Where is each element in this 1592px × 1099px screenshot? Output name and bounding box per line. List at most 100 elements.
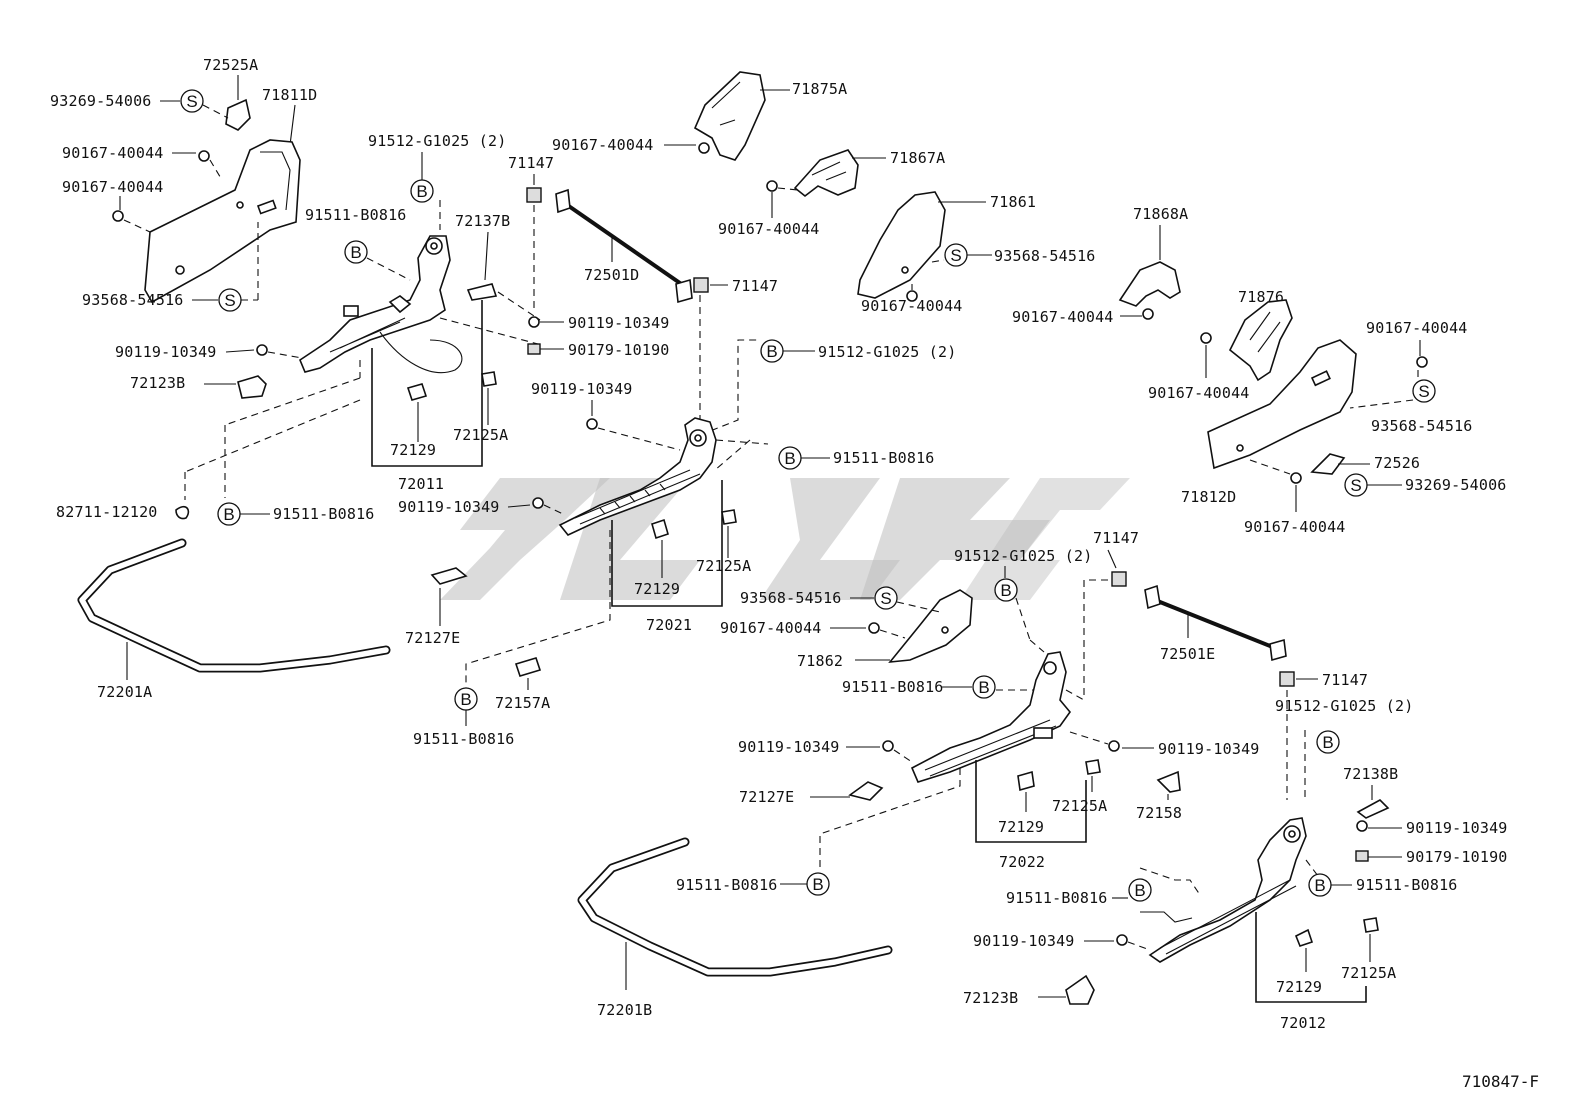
part-72129-a	[406, 383, 428, 401]
part-71862-cover	[888, 589, 973, 663]
part-72201B-rod	[577, 837, 893, 977]
label-90119-10349-d: 90119-10349	[398, 498, 500, 516]
part-72012-track	[1140, 817, 1307, 963]
label-71862: 71862	[797, 652, 843, 670]
part-72525A	[225, 98, 251, 131]
part-71876-cover	[1228, 299, 1293, 382]
label-72129-b: 72129	[634, 580, 680, 598]
part-71868A-cover	[1118, 261, 1181, 307]
part-72501D-rod	[555, 188, 693, 304]
part-72501E-rod	[1144, 584, 1287, 662]
label-91512-G1025-d: 91512-G1025 (2)	[1275, 697, 1413, 715]
label-90167-40044-d: 90167-40044	[718, 220, 820, 238]
label-91511-B0816-h: 91511-B0816	[1006, 889, 1108, 907]
label-90119-10349-g: 90119-10349	[1406, 819, 1508, 837]
part-72157A	[514, 657, 542, 677]
label-72501E: 72501E	[1160, 645, 1215, 663]
label-72201B: 72201B	[597, 1001, 652, 1019]
label-90167-40044-g: 90167-40044	[1148, 384, 1250, 402]
label-72021: 72021	[646, 616, 692, 634]
label-71811D: 71811D	[262, 86, 317, 104]
screw-letter: S	[880, 589, 891, 608]
label-90167-40044-a: 90167-40044	[62, 144, 164, 162]
label-71868A: 71868A	[1133, 205, 1188, 223]
part-71812D-side-cover	[1207, 339, 1357, 470]
bolt-letter: B	[1000, 581, 1011, 600]
part-72526	[1310, 453, 1346, 475]
part-72123B-b	[1065, 974, 1095, 1005]
label-93269-54006-b: 93269-54006	[1405, 476, 1507, 494]
label-90167-40044-e: 90167-40044	[861, 297, 963, 315]
label-91512-G1025-c: 91512-G1025 (2)	[954, 547, 1092, 565]
label-90167-40044-c: 90167-40044	[552, 136, 654, 154]
screw-letter: S	[1418, 382, 1429, 401]
label-91511-B0816-d: 91511-B0816	[413, 730, 515, 748]
part-72123B-a	[237, 375, 267, 399]
part-72125A-b	[721, 509, 737, 525]
label-93568-54516-a: 93568-54516	[82, 291, 184, 309]
label-91511-B0816-c: 91511-B0816	[833, 449, 935, 467]
label-72201A: 72201A	[97, 683, 152, 701]
screw-letter: S	[1350, 476, 1361, 495]
label-71147-a: 71147	[508, 154, 554, 172]
label-93568-54516-d: 93568-54516	[740, 589, 842, 607]
label-90167-40044-j: 90167-40044	[720, 619, 822, 637]
label-72129-a: 72129	[390, 441, 436, 459]
part-72201A-rod	[77, 538, 391, 673]
part-72125A-a	[481, 371, 497, 387]
part-72022-track	[910, 651, 1072, 783]
part-71861-cover	[857, 191, 946, 299]
label-91512-G1025-a: 91512-G1025 (2)	[368, 132, 506, 150]
label-72011: 72011	[398, 475, 444, 493]
label-72137B: 72137B	[455, 212, 510, 230]
label-90119-10349-a: 90119-10349	[115, 343, 217, 361]
label-72129-d: 72129	[1276, 978, 1322, 996]
label-72129-c: 72129	[998, 818, 1044, 836]
label-91511-B0816-f: 91511-B0816	[676, 876, 778, 894]
label-72501D: 72501D	[584, 266, 639, 284]
label-71875A: 71875A	[792, 80, 847, 98]
part-71875A-cover	[693, 71, 766, 161]
label-72125A-d: 72125A	[1341, 964, 1396, 982]
label-91511-B0816-b: 91511-B0816	[273, 505, 375, 523]
label-72125A-a: 72125A	[453, 426, 508, 444]
label-72127E-a: 72127E	[405, 629, 460, 647]
label-72022: 72022	[999, 853, 1045, 871]
screw-symbol-s	[180, 89, 204, 113]
label-90179-10190-b: 90179-10190	[1406, 848, 1508, 866]
part-72138B	[1356, 799, 1390, 819]
label-71861: 71861	[990, 193, 1036, 211]
bolt-letter: B	[416, 182, 427, 201]
part-72158	[1156, 770, 1181, 793]
part-72127E-b	[848, 781, 884, 801]
label-71867A: 71867A	[890, 149, 945, 167]
bolt-letter: B	[1322, 733, 1333, 752]
bolt-letter: B	[978, 678, 989, 697]
diagram-code: 710847-F	[1462, 1072, 1539, 1091]
label-91512-G1025-b: 91512-G1025 (2)	[818, 343, 956, 361]
label-90119-10349-e: 90119-10349	[738, 738, 840, 756]
part-72129-d	[1294, 928, 1314, 947]
label-72526: 72526	[1374, 454, 1420, 472]
label-72012: 72012	[1280, 1014, 1326, 1032]
bolt-letter: B	[460, 690, 471, 709]
part-71867A-cover	[793, 149, 859, 198]
part-72127E-a	[430, 567, 468, 585]
part-72129-b	[651, 518, 669, 540]
label-71147-c: 71147	[1093, 529, 1139, 547]
bolt-letter: B	[766, 342, 777, 361]
screw-letter: S	[950, 246, 961, 265]
label-90167-40044-f: 90167-40044	[1012, 308, 1114, 326]
label-90119-10349-b: 90119-10349	[568, 314, 670, 332]
label-72158: 72158	[1136, 804, 1182, 822]
part-72129-c	[1017, 770, 1035, 792]
bolt-letter: B	[1314, 876, 1325, 895]
label-72157A: 72157A	[495, 694, 550, 712]
part-72011-left-track	[299, 235, 463, 374]
screw-letter: S	[224, 291, 235, 310]
label-72525A: 72525A	[203, 56, 258, 74]
label-91511-B0816-e: 91511-B0816	[842, 678, 944, 696]
label-90167-40044-b: 90167-40044	[62, 178, 164, 196]
label-72125A-c: 72125A	[1052, 797, 1107, 815]
